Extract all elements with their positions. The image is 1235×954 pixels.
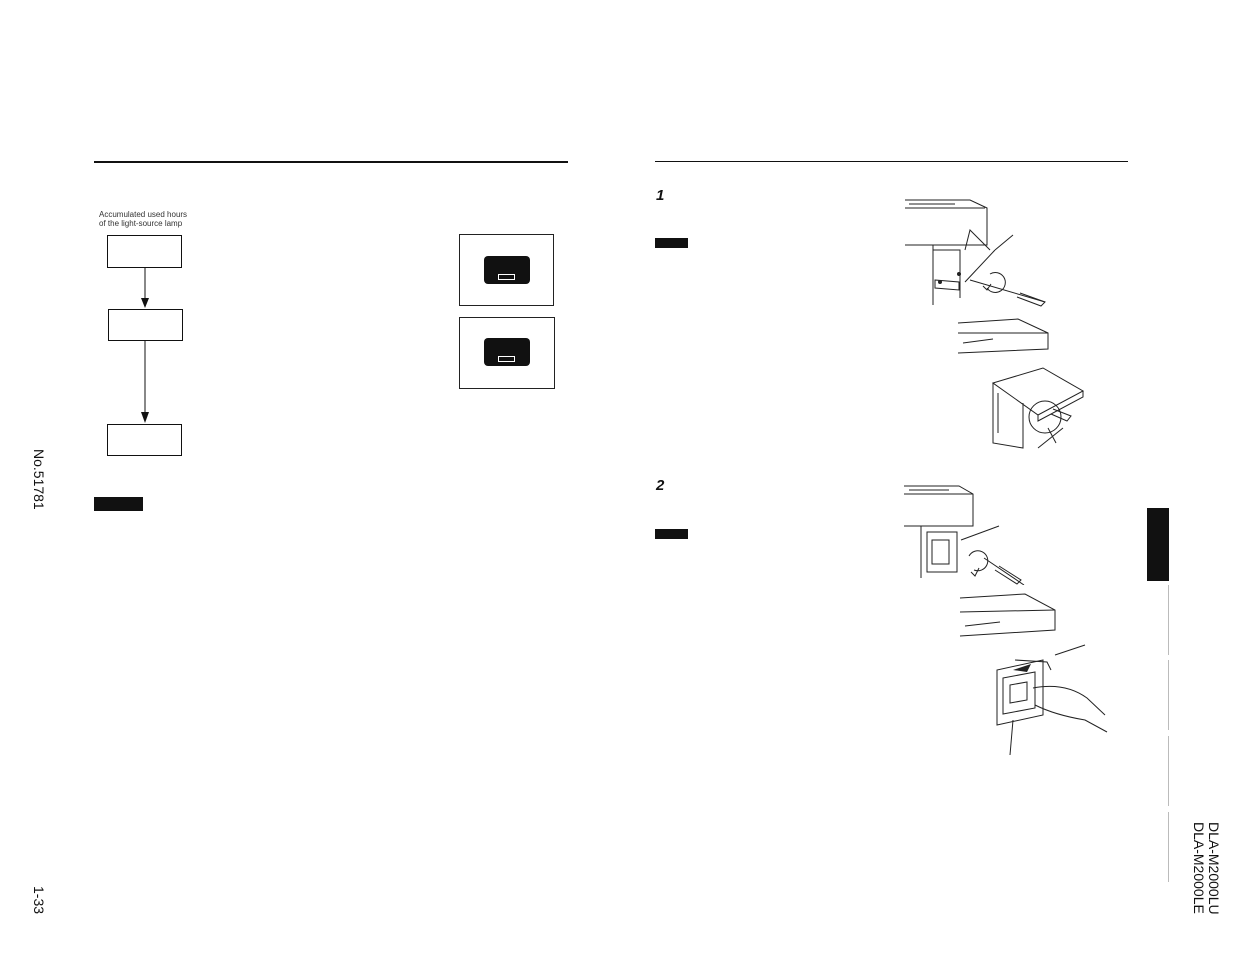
model-name-1: DLA-M2000LU	[1206, 822, 1222, 915]
tab-divider-4	[1168, 812, 1169, 882]
step-2-number: 2	[656, 477, 665, 494]
left-header-rule	[94, 161, 568, 163]
flow-box-1	[107, 235, 182, 268]
indicator-screen-icon	[484, 338, 530, 366]
indicator-panel-1	[459, 234, 554, 306]
note-label-bar	[94, 497, 143, 511]
flow-box-3	[107, 424, 182, 456]
indicator-screen-icon	[484, 256, 530, 284]
illustration-step1-bottom	[957, 318, 1085, 449]
flow-box-2	[108, 309, 183, 341]
model-name-2: DLA-M2000LE	[1191, 822, 1207, 914]
illustration-step2-top	[904, 485, 1025, 585]
step-1-number: 1	[656, 187, 665, 204]
flow-arrowhead-2	[141, 412, 149, 423]
illustration-step1-top	[905, 199, 1046, 307]
flow-arrowhead-1	[141, 298, 149, 308]
tab-divider-3	[1168, 736, 1169, 806]
flow-arrows	[141, 268, 149, 423]
tab-divider-2	[1168, 660, 1169, 730]
page-number: 1-33	[31, 886, 47, 915]
right-header-rule	[655, 161, 1128, 162]
tab-divider-1	[1168, 585, 1169, 655]
step-2-note-bar	[655, 529, 688, 539]
document-number: No.51781	[31, 449, 47, 510]
section-tab	[1147, 508, 1169, 581]
flowchart-caption: Accumulated used hours of the light-sour…	[99, 210, 188, 228]
illustration-step2-bottom	[959, 593, 1108, 755]
indicator-panel-2	[459, 317, 555, 389]
step-1-note-bar	[655, 238, 688, 248]
